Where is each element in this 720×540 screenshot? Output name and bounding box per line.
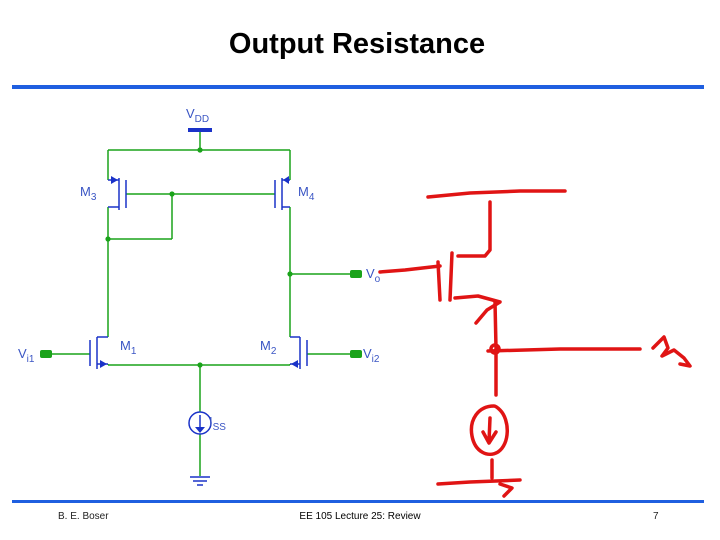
label-m4: M4 bbox=[298, 184, 315, 203]
transistor-m3 bbox=[108, 178, 127, 210]
ground-icon bbox=[190, 476, 210, 486]
terminal-vi2 bbox=[350, 350, 362, 358]
footer-divider bbox=[12, 500, 704, 503]
handwritten-annotation bbox=[378, 189, 692, 498]
label-m1: M1 bbox=[120, 338, 137, 357]
devices bbox=[89, 128, 308, 486]
page-number: 7 bbox=[653, 511, 659, 522]
footer-lecture: EE 105 Lecture 25: Review bbox=[299, 511, 421, 522]
terminal-vo bbox=[350, 270, 362, 278]
terminals bbox=[40, 270, 362, 358]
label-m2: M2 bbox=[260, 338, 277, 357]
wires bbox=[48, 132, 354, 476]
title-divider bbox=[12, 85, 704, 89]
label-vdd: VDD bbox=[186, 106, 209, 125]
label-m3: M3 bbox=[80, 184, 97, 203]
junction-dots bbox=[105, 147, 293, 368]
slide-title: Output Resistance bbox=[228, 28, 486, 60]
label-vi2: Vi2 bbox=[363, 346, 380, 365]
footer-author: B. E. Boser bbox=[58, 511, 109, 522]
label-vo: Vo bbox=[366, 266, 381, 285]
label-iss: ISS bbox=[209, 414, 226, 433]
terminal-vi1 bbox=[40, 350, 52, 358]
label-vi1: Vi1 bbox=[18, 346, 35, 365]
